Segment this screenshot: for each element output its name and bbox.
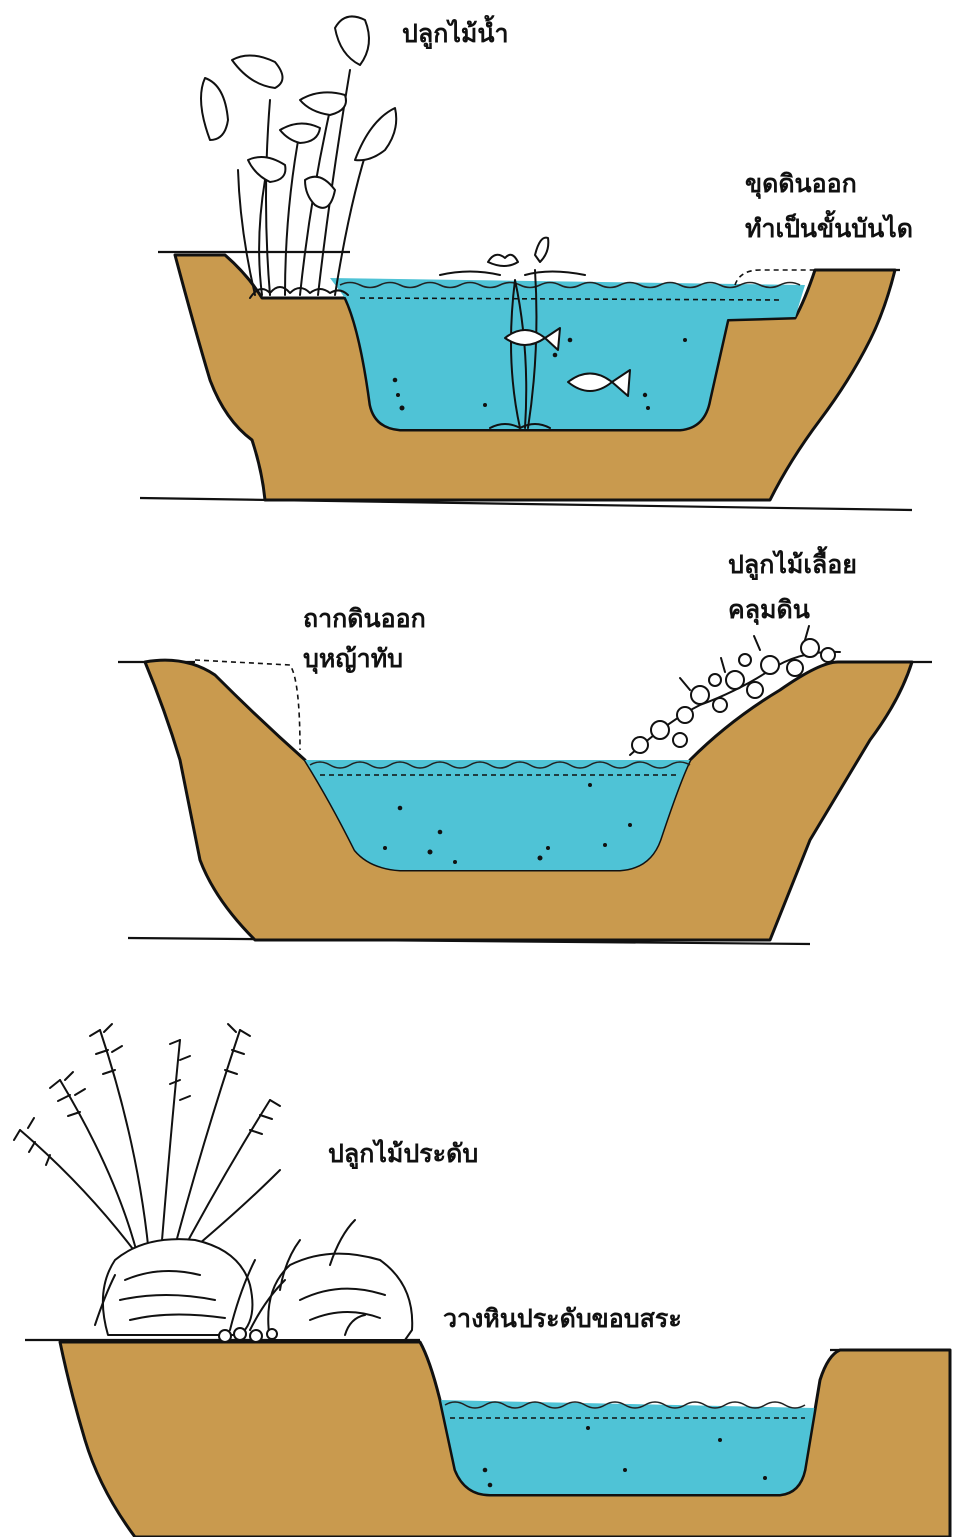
water-body-3 <box>440 1400 815 1495</box>
label-ornamental: ปลูกไม้ประดับ <box>328 1138 478 1170</box>
label-remove-line2: บุหญ้าทับ <box>303 644 403 675</box>
label-steps-line1: ขุดดินออก <box>745 169 857 200</box>
label-plant-aquatic: ปลูกไม้น้ำ <box>402 14 509 50</box>
panel-2-sloped-pond <box>118 626 932 944</box>
label-remove-line1: ถากดินออก <box>303 604 426 633</box>
aquatic-plants-illustration <box>201 16 396 298</box>
label-creeper-line1: ปลูกไม้เลื้อย <box>728 545 857 581</box>
water-body-2 <box>305 760 690 870</box>
label-stones: วางหินประดับขอบสระ <box>443 1304 682 1333</box>
ornamental-plants-illustration <box>14 1024 280 1265</box>
panel-3-rock-edged-pond <box>14 1024 950 1537</box>
decorative-rocks-illustration <box>95 1220 412 1342</box>
label-steps-line2: ทำเป็นขั้นบันได <box>745 209 913 243</box>
panel-1-stepped-pond <box>140 16 912 510</box>
label-creeper-line2: คลุมดิน <box>728 595 810 626</box>
